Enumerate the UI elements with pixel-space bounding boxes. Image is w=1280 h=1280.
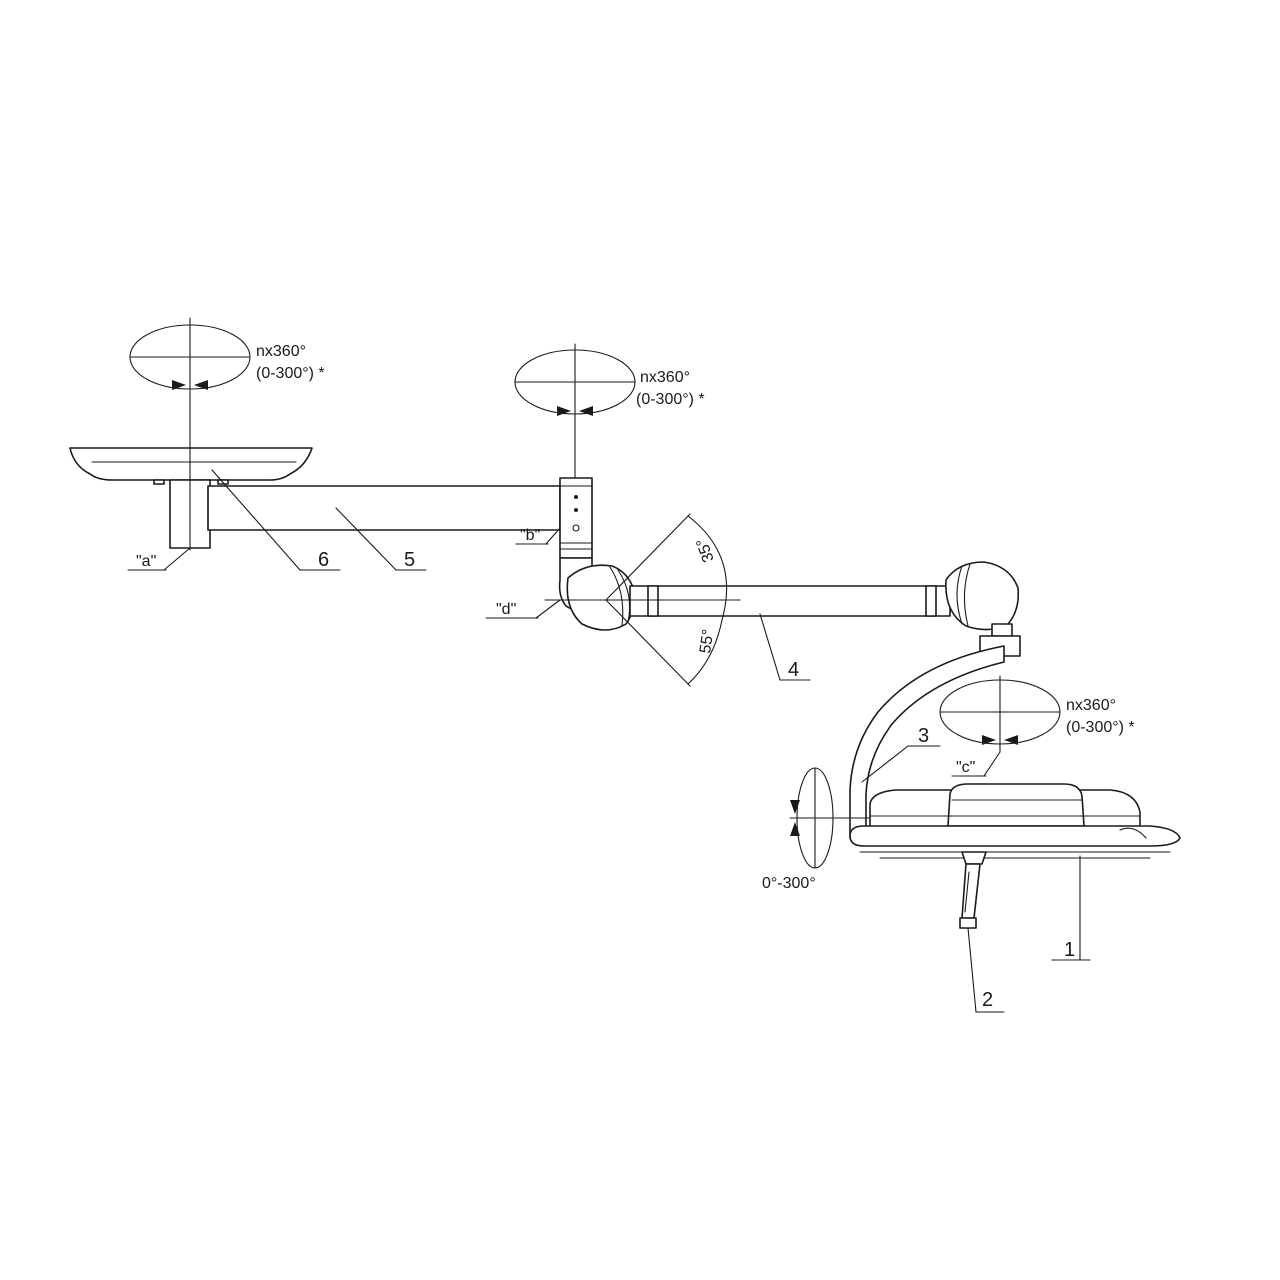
- tilt-rotation-symbol: 0°-300°: [762, 767, 871, 892]
- rotation-symbol-a: nx360° (0-300°) *: [129, 317, 325, 401]
- rotation-c-label-2: (0-300°) *: [1066, 719, 1135, 736]
- callout-6: 6: [318, 549, 329, 571]
- callout-1: 1: [1064, 939, 1075, 961]
- rotation-symbol-b: nx360° (0-300°) *: [514, 343, 705, 479]
- rotation-c-label-1: nx360°: [1066, 697, 1116, 714]
- extension-arm: [207, 485, 561, 531]
- ceiling-canopy: [69, 447, 313, 485]
- callout-c: "c": [956, 759, 975, 776]
- rotation-a-label-1: nx360°: [256, 343, 306, 360]
- rotation-b-label-2: (0-300°) *: [636, 391, 705, 408]
- angle-down-label: 55°: [697, 628, 717, 654]
- callout-4: 4: [788, 659, 799, 681]
- light-head: [849, 783, 1181, 859]
- callout-3: 3: [918, 725, 929, 747]
- sterile-handle: [959, 851, 987, 929]
- callout-d: "d": [496, 601, 516, 618]
- spring-arm: [566, 561, 1021, 657]
- callout-5: 5: [404, 549, 415, 571]
- callout-a: "a": [136, 553, 156, 570]
- callout-2: 2: [982, 989, 993, 1011]
- callout-b: "b": [520, 527, 540, 544]
- rotation-b-label-1: nx360°: [640, 369, 690, 386]
- rotation-symbol-c: nx360° (0-300°) *: [939, 675, 1135, 753]
- callout-leaders: [127, 469, 1091, 1013]
- angle-up-label: 35°: [694, 536, 718, 565]
- tilt-label: 0°-300°: [762, 875, 816, 892]
- rotation-a-label-2: (0-300°) *: [256, 365, 325, 382]
